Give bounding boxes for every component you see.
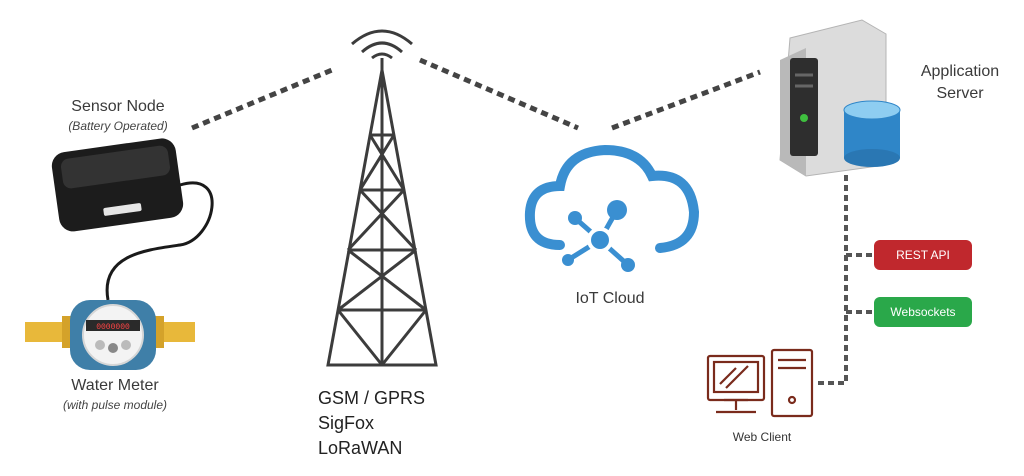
sensor-node-label: Sensor Node	[71, 98, 165, 115]
app-server-label-line1: Application	[920, 63, 1000, 80]
web-client-label: Web Client	[732, 430, 792, 444]
app-server-label-line2: Server	[936, 85, 984, 102]
web-client-icon	[706, 348, 814, 418]
network-list: GSM / GPRS SigFox LoRaWAN	[318, 386, 425, 461]
network-gsm-gprs: GSM / GPRS	[318, 388, 426, 408]
water-meter-sublabel: (with pulse module)	[62, 398, 168, 412]
network-lorawan: LoRaWAN	[318, 438, 403, 458]
meter-display: 0000000	[96, 323, 130, 332]
sensor-node-device	[51, 138, 184, 232]
iot-cloud-label: IoT Cloud	[575, 290, 645, 307]
sensor-node-sublabel: (Battery Operated)	[68, 119, 168, 133]
websockets-badge: Websockets	[874, 297, 972, 327]
cell-tower-icon	[326, 29, 438, 367]
network-sigfox: SigFox	[318, 413, 375, 433]
link-tower-to-cloud	[419, 57, 579, 131]
water-meter-label: Water Meter	[71, 377, 159, 394]
water-meter-device: 0000000	[25, 300, 195, 370]
sensor-cable	[105, 181, 214, 301]
link-server-to-web-client	[818, 175, 874, 385]
iot-cloud-icon	[524, 144, 700, 272]
rest-api-badge: REST API	[874, 240, 972, 270]
link-cloud-to-server	[611, 69, 761, 131]
application-server-icon	[779, 19, 901, 177]
link-sensor-to-tower	[191, 67, 333, 131]
